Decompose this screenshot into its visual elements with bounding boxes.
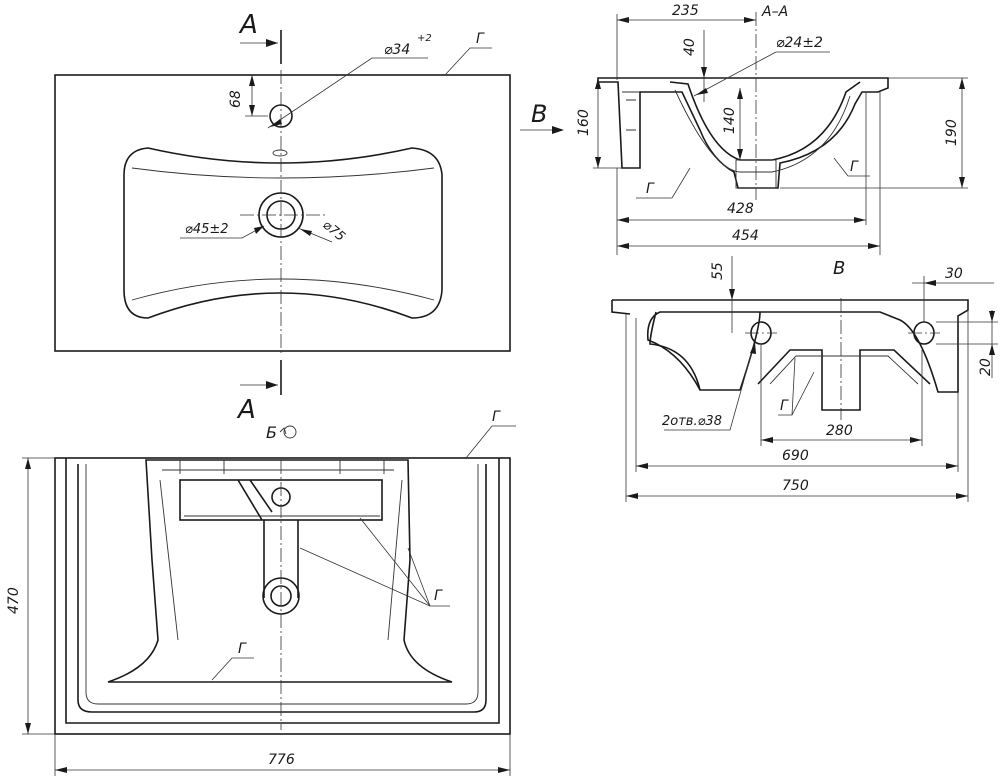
dim-40: 40 <box>682 38 698 56</box>
material-label-bottom-left: Г <box>238 641 247 657</box>
dim-428: 428 <box>727 201 754 217</box>
dim-20: 20 <box>978 358 994 376</box>
plan-outline <box>54 74 511 352</box>
bottom-drain-pipe <box>263 520 299 598</box>
plan-view: A A 68 ⌀34 +2 Г ⌀45±2 ⌀75 <box>54 10 511 425</box>
material-label-view-b: Г <box>780 398 789 414</box>
bottom-view: Б 470 776 Г <box>6 409 516 776</box>
view-rotate-icon <box>283 425 297 439</box>
dim-235: 235 <box>672 3 699 19</box>
dim-faucet-hole-tol: +2 <box>417 33 432 44</box>
dim-holes: 2отв.⌀38 <box>662 414 722 429</box>
dim-454: 454 <box>732 228 759 244</box>
material-label-section-right: Г <box>850 159 859 175</box>
dim-drain-outer: ⌀75 <box>319 218 347 245</box>
dim-overflow: ⌀24±2 <box>776 35 823 51</box>
dim-faucet-hole: ⌀34 <box>384 42 410 58</box>
section-mark-a-bottom: A <box>236 395 256 425</box>
bottom-channel <box>179 479 383 521</box>
dim-190: 190 <box>944 119 960 146</box>
section-mark-a-top: A <box>238 10 258 40</box>
dim-690: 690 <box>782 448 809 464</box>
bottom-outline <box>54 457 511 735</box>
dim-776: 776 <box>268 752 295 768</box>
dim-68: 68 <box>228 90 244 108</box>
material-label-bottom-right: Г <box>434 588 443 604</box>
material-label-bottom-top: Г <box>492 409 501 425</box>
dim-750: 750 <box>782 478 809 494</box>
view-mark-b: B <box>531 100 547 128</box>
dim-160: 160 <box>576 109 592 136</box>
view-b: B 55 30 20 2отв.⌀38 Г <box>611 256 998 502</box>
dim-280: 280 <box>826 423 853 439</box>
dim-140: 140 <box>722 107 738 134</box>
title-view-b: B <box>833 258 845 279</box>
section-aa: A–A 235 40 ⌀24±2 160 140 190 <box>520 3 968 255</box>
title-view-bottom: Б <box>266 423 277 442</box>
section-profile-outer <box>597 77 889 189</box>
dim-30: 30 <box>945 266 963 282</box>
dim-55: 55 <box>710 262 726 280</box>
title-section-aa: A–A <box>761 4 788 20</box>
view-b-outline <box>612 299 969 393</box>
dim-470: 470 <box>6 587 22 614</box>
material-label-plan: Г <box>476 31 485 47</box>
dim-drain: ⌀45±2 <box>185 222 229 237</box>
material-label-section-left: Г <box>646 181 655 197</box>
plan-bowl <box>123 147 443 319</box>
bottom-pedestal <box>107 459 453 683</box>
